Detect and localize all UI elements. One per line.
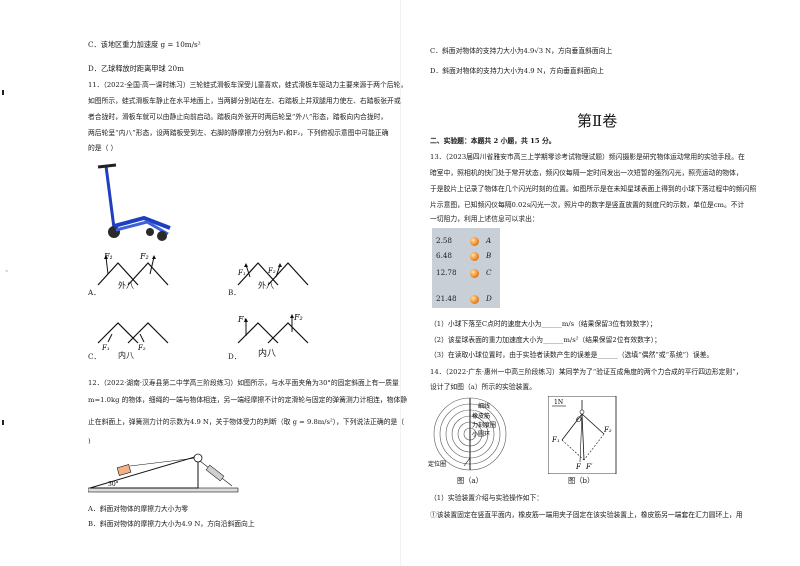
section-header: 二、实验题：本题共 2 小题，共 15 分。 bbox=[430, 137, 556, 145]
f1-label: F₁ bbox=[103, 252, 113, 261]
q11-line: 两后轮呈“内八”形态，设两踏板受到左、右脚的静摩擦力分别为F₁和F₂，下列俯视示… bbox=[88, 129, 389, 137]
q12-line: m=1.0kg 的物体，细绳的一端与物体相连，另一端经摩擦不计的定滑轮与固定的弹… bbox=[88, 396, 408, 404]
point-label: D bbox=[486, 294, 492, 303]
fig-a-label: 力刻度圈 bbox=[472, 421, 496, 429]
fig-a-label: 定位圈 bbox=[428, 460, 446, 468]
q13-line: 13．（2023届四川省雅安市高三上学期零诊考试物理试题）频闪摄影是研究物体运动… bbox=[430, 153, 745, 161]
diagram-option-a: F₁ F₂ bbox=[97, 252, 169, 286]
q14-line: 设计了如图（a）所示的实验装置。 bbox=[430, 383, 537, 391]
ball-position bbox=[470, 237, 479, 246]
diagram-option-c: F₁ F₂ bbox=[97, 322, 169, 352]
incline-diagram: 30° bbox=[88, 453, 239, 493]
q13-line: 暗室中，照相机的快门处于常开状态，频闪仪每隔一定时间发出一次短暂的强烈闪光，照亮… bbox=[430, 169, 743, 177]
fig-b-f2: F₂ bbox=[603, 426, 612, 434]
q12-option-b: B．斜面对物体的摩擦力大小为4.9 N，方向沿斜面向上 bbox=[88, 520, 255, 528]
q13-sub: （3）在读取小球位置时，由于实验者读数产生的误差是______（选填“偶然”或“… bbox=[430, 351, 714, 359]
f1-label: F₁ bbox=[101, 344, 110, 352]
f1-label: F₁ bbox=[237, 269, 246, 277]
q12-line: 止在斜面上，弹簧测力计的示数为4.9 N，关于物体受力的判断（取 g = 9.8… bbox=[88, 418, 405, 426]
ball-position bbox=[470, 252, 479, 261]
q13-line: 于是胶片上记录了物体在几个闪光时刻的位置。如图所示是在未知星球表面上得到的小球下… bbox=[430, 185, 757, 193]
margin-mark bbox=[2, 420, 4, 425]
q13-line: 片示意图，已知频闪仪每隔0.02s闪光一次，照片中的数字是竖直放置的刻度尺的示数… bbox=[430, 201, 745, 209]
option-d-prev: D．乙球释放时距离甲球 20m bbox=[88, 64, 184, 73]
f2-label: F₂ bbox=[293, 313, 303, 322]
q12-option-a: A．斜面对物体的摩擦力大小为零 bbox=[88, 505, 189, 513]
figure-b-caption: 图（b） bbox=[568, 476, 595, 485]
diagram-option-b: F₁ F₂ bbox=[237, 262, 309, 286]
ball-position bbox=[470, 295, 479, 304]
q11-line: 者合拢时，滑板车就可以由静止向前启动。踏板向外张开时两后轮呈“外八”形态，踏板向… bbox=[88, 113, 388, 121]
option-a-letter: A． bbox=[88, 288, 101, 297]
option-c-prev: C．该地区重力加速度 g = 10m/s² bbox=[88, 40, 201, 49]
figure-a-caption: 图（a） bbox=[457, 476, 483, 485]
point-label: B bbox=[486, 251, 492, 260]
q11-line: 的是（ ） bbox=[88, 144, 118, 152]
option-d-letter: D． bbox=[228, 352, 241, 361]
q14-sub-title: （1）实验装置介绍与实验操作如下： bbox=[430, 494, 544, 502]
diagram-option-d: F₁ F₂ bbox=[237, 313, 309, 344]
q13-sub: （1）小球下落至C点时的速度大小为______m/s（结果保留3位有效数字）； bbox=[430, 320, 657, 328]
scooter-illustration bbox=[97, 163, 171, 241]
f2-label: F₂ bbox=[267, 267, 276, 275]
fig-a-label: 细线 bbox=[478, 402, 490, 410]
f2-label: F₂ bbox=[139, 252, 149, 261]
fig-a-label: 橡皮筋 bbox=[472, 412, 490, 420]
figure-a-apparatus: 细线 橡皮筋 力刻度圈 小圆环 定位圈 bbox=[428, 397, 507, 471]
point-label: C bbox=[486, 268, 492, 277]
fig-b-f1: F₁ bbox=[551, 436, 560, 444]
reading-value: 2.58 bbox=[436, 236, 453, 245]
reading-value: 6.48 bbox=[436, 251, 453, 260]
fig-a-label: 小圆环 bbox=[472, 430, 490, 438]
option-a-caption: 外八 bbox=[118, 281, 134, 290]
q13-line: 一切阻力，利用上述信息可以求出： bbox=[430, 215, 539, 223]
q11-line: 如图所示，蛙式滑板车静止在水平地面上，当两脚分别站在左、右踏板上并双腿用力使左、… bbox=[88, 97, 401, 105]
margin-mark bbox=[2, 90, 4, 95]
q12-line: ) bbox=[88, 437, 91, 445]
q12-option-d: D．斜面对物体的支持力大小为4.9 N，方向垂直斜面向上 bbox=[430, 67, 604, 75]
option-c-letter: C． bbox=[88, 352, 101, 361]
q14-line: 14．（2022·广东·惠州一中高三阶段练习）某同学为了“验证互成角度的两个力合… bbox=[430, 368, 743, 376]
binding-marker: ◦ bbox=[5, 268, 9, 275]
fig-b-fp: F′ bbox=[585, 463, 593, 471]
angle-label: 30° bbox=[108, 481, 119, 488]
q14-last-line: ①该装置固定在竖直平面内，橡皮筋一端用夹子固定在该实验装置上，橡皮筋另一端套在汇… bbox=[430, 511, 743, 519]
q13-sub: （2）该星球表面的重力加速度大小为______m/s²（结果保留2位有效数字）； bbox=[430, 336, 661, 344]
section-title: 第Ⅱ卷 bbox=[577, 112, 618, 130]
option-c-caption: 内八 bbox=[118, 351, 134, 360]
q12-option-c: C．斜面对物体的支持力大小为4.9√3 N，方向垂直斜面向上 bbox=[430, 47, 613, 55]
fig-b-f: F bbox=[575, 463, 582, 471]
f1-label: F₁ bbox=[237, 315, 247, 324]
figure-b-force-diagram: 1N O F₁ F₂ F F′ bbox=[548, 396, 617, 474]
ball-position bbox=[470, 269, 479, 278]
q11-line: 11．（2022·全国·高一课时练习）三轮蛙式滑板车深受儿童喜欢，蛙式滑板车驱动… bbox=[88, 81, 408, 89]
column-divider bbox=[400, 0, 401, 566]
q12-line: 12．（2022·湖南·汉寿县第二中学高三阶段练习）如图所示，与水平面夹角为30… bbox=[88, 379, 399, 387]
option-b-caption: 外八 bbox=[258, 281, 274, 290]
strobe-photo bbox=[432, 228, 500, 308]
option-b-letter: B． bbox=[228, 288, 241, 297]
fig-b-unit: 1N bbox=[554, 399, 563, 406]
option-d-caption: 内八 bbox=[258, 349, 277, 359]
fig-b-origin: O bbox=[576, 416, 582, 424]
reading-value: 21.48 bbox=[436, 294, 457, 303]
reading-value: 12.78 bbox=[436, 268, 457, 277]
f2-label: F₂ bbox=[137, 344, 146, 352]
point-label: A bbox=[486, 236, 492, 245]
